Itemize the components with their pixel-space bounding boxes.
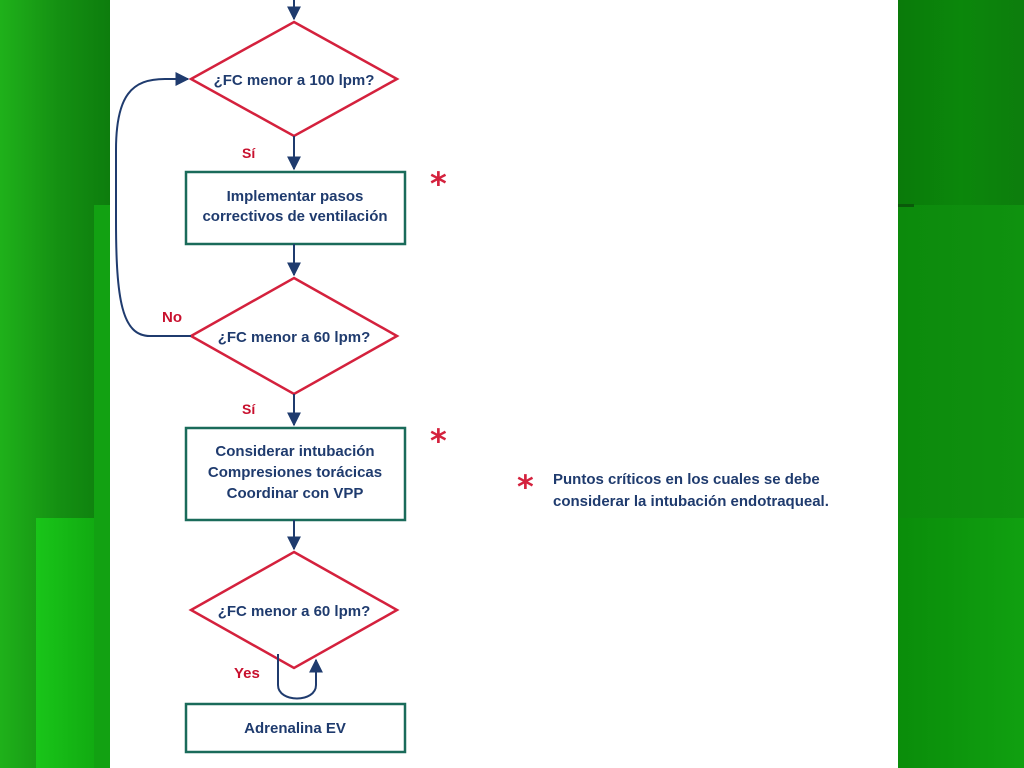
critical-point-marker-1: * [430,165,447,203]
note-line-2: considerar la intubación endotraqueal. [553,493,829,510]
box-adrenaline-rect [184,702,407,754]
note-marker: * [517,468,534,506]
decision-hr-60-second-text: ¿FC menor a 60 lpm? [218,603,371,620]
edge-label-yes-1: Sí [242,145,256,161]
arrow-yes-loop [277,654,323,700]
box-intubation-rect [184,426,407,522]
box-intubation-line-2: Compresiones torácicas [208,464,382,481]
background-green-left-strip [94,205,110,768]
decision-hr-under-60-second: ¿FC menor a 60 lpm? [188,550,400,670]
note-line-1: Puntos críticos en los cuales se debe [553,471,820,488]
critical-points-note: * Puntos críticos en los cuales se debe … [517,468,829,510]
background-green-right-lower [898,518,1024,768]
flowchart: ¿FC menor a 100 lpm? Sí Implementar paso… [115,0,829,754]
box-intubation-line-1: Considerar intubación [215,443,374,460]
box-intubation-line-3: Coordinar con VPP [227,485,364,502]
slide-canvas: ¿FC menor a 100 lpm? Sí Implementar paso… [110,0,898,768]
edge-label-no: No [162,309,182,326]
box-ventilation-line-1: Implementar pasos [227,188,364,205]
edge-label-yes-3: Yes [234,665,260,682]
box-ventilation-line-2: correctivos de ventilación [202,208,387,225]
decision-diamond [188,550,400,670]
box-adrenaline-text: Adrenalina EV [244,720,346,737]
decision-hr-60-first-text: ¿FC menor a 60 lpm? [218,329,371,346]
edge-label-yes-2: Sí [242,401,256,417]
decision-hr-100-text: ¿FC menor a 100 lpm? [214,72,375,89]
decision-hr-under-60-first: ¿FC menor a 60 lpm? [188,276,400,396]
box-adrenaline: Adrenalina EV [184,702,407,754]
decision-hr-under-100: ¿FC menor a 100 lpm? [188,20,400,138]
critical-point-marker-2: * [430,422,447,460]
box-intubation: Considerar intubación Compresiones torác… [184,426,407,522]
box-ventilation: Implementar pasos correctivos de ventila… [184,170,407,246]
box-ventilation-rect [184,170,407,246]
arrow-no-loop-back [115,72,191,337]
background-divider-line [898,204,914,207]
